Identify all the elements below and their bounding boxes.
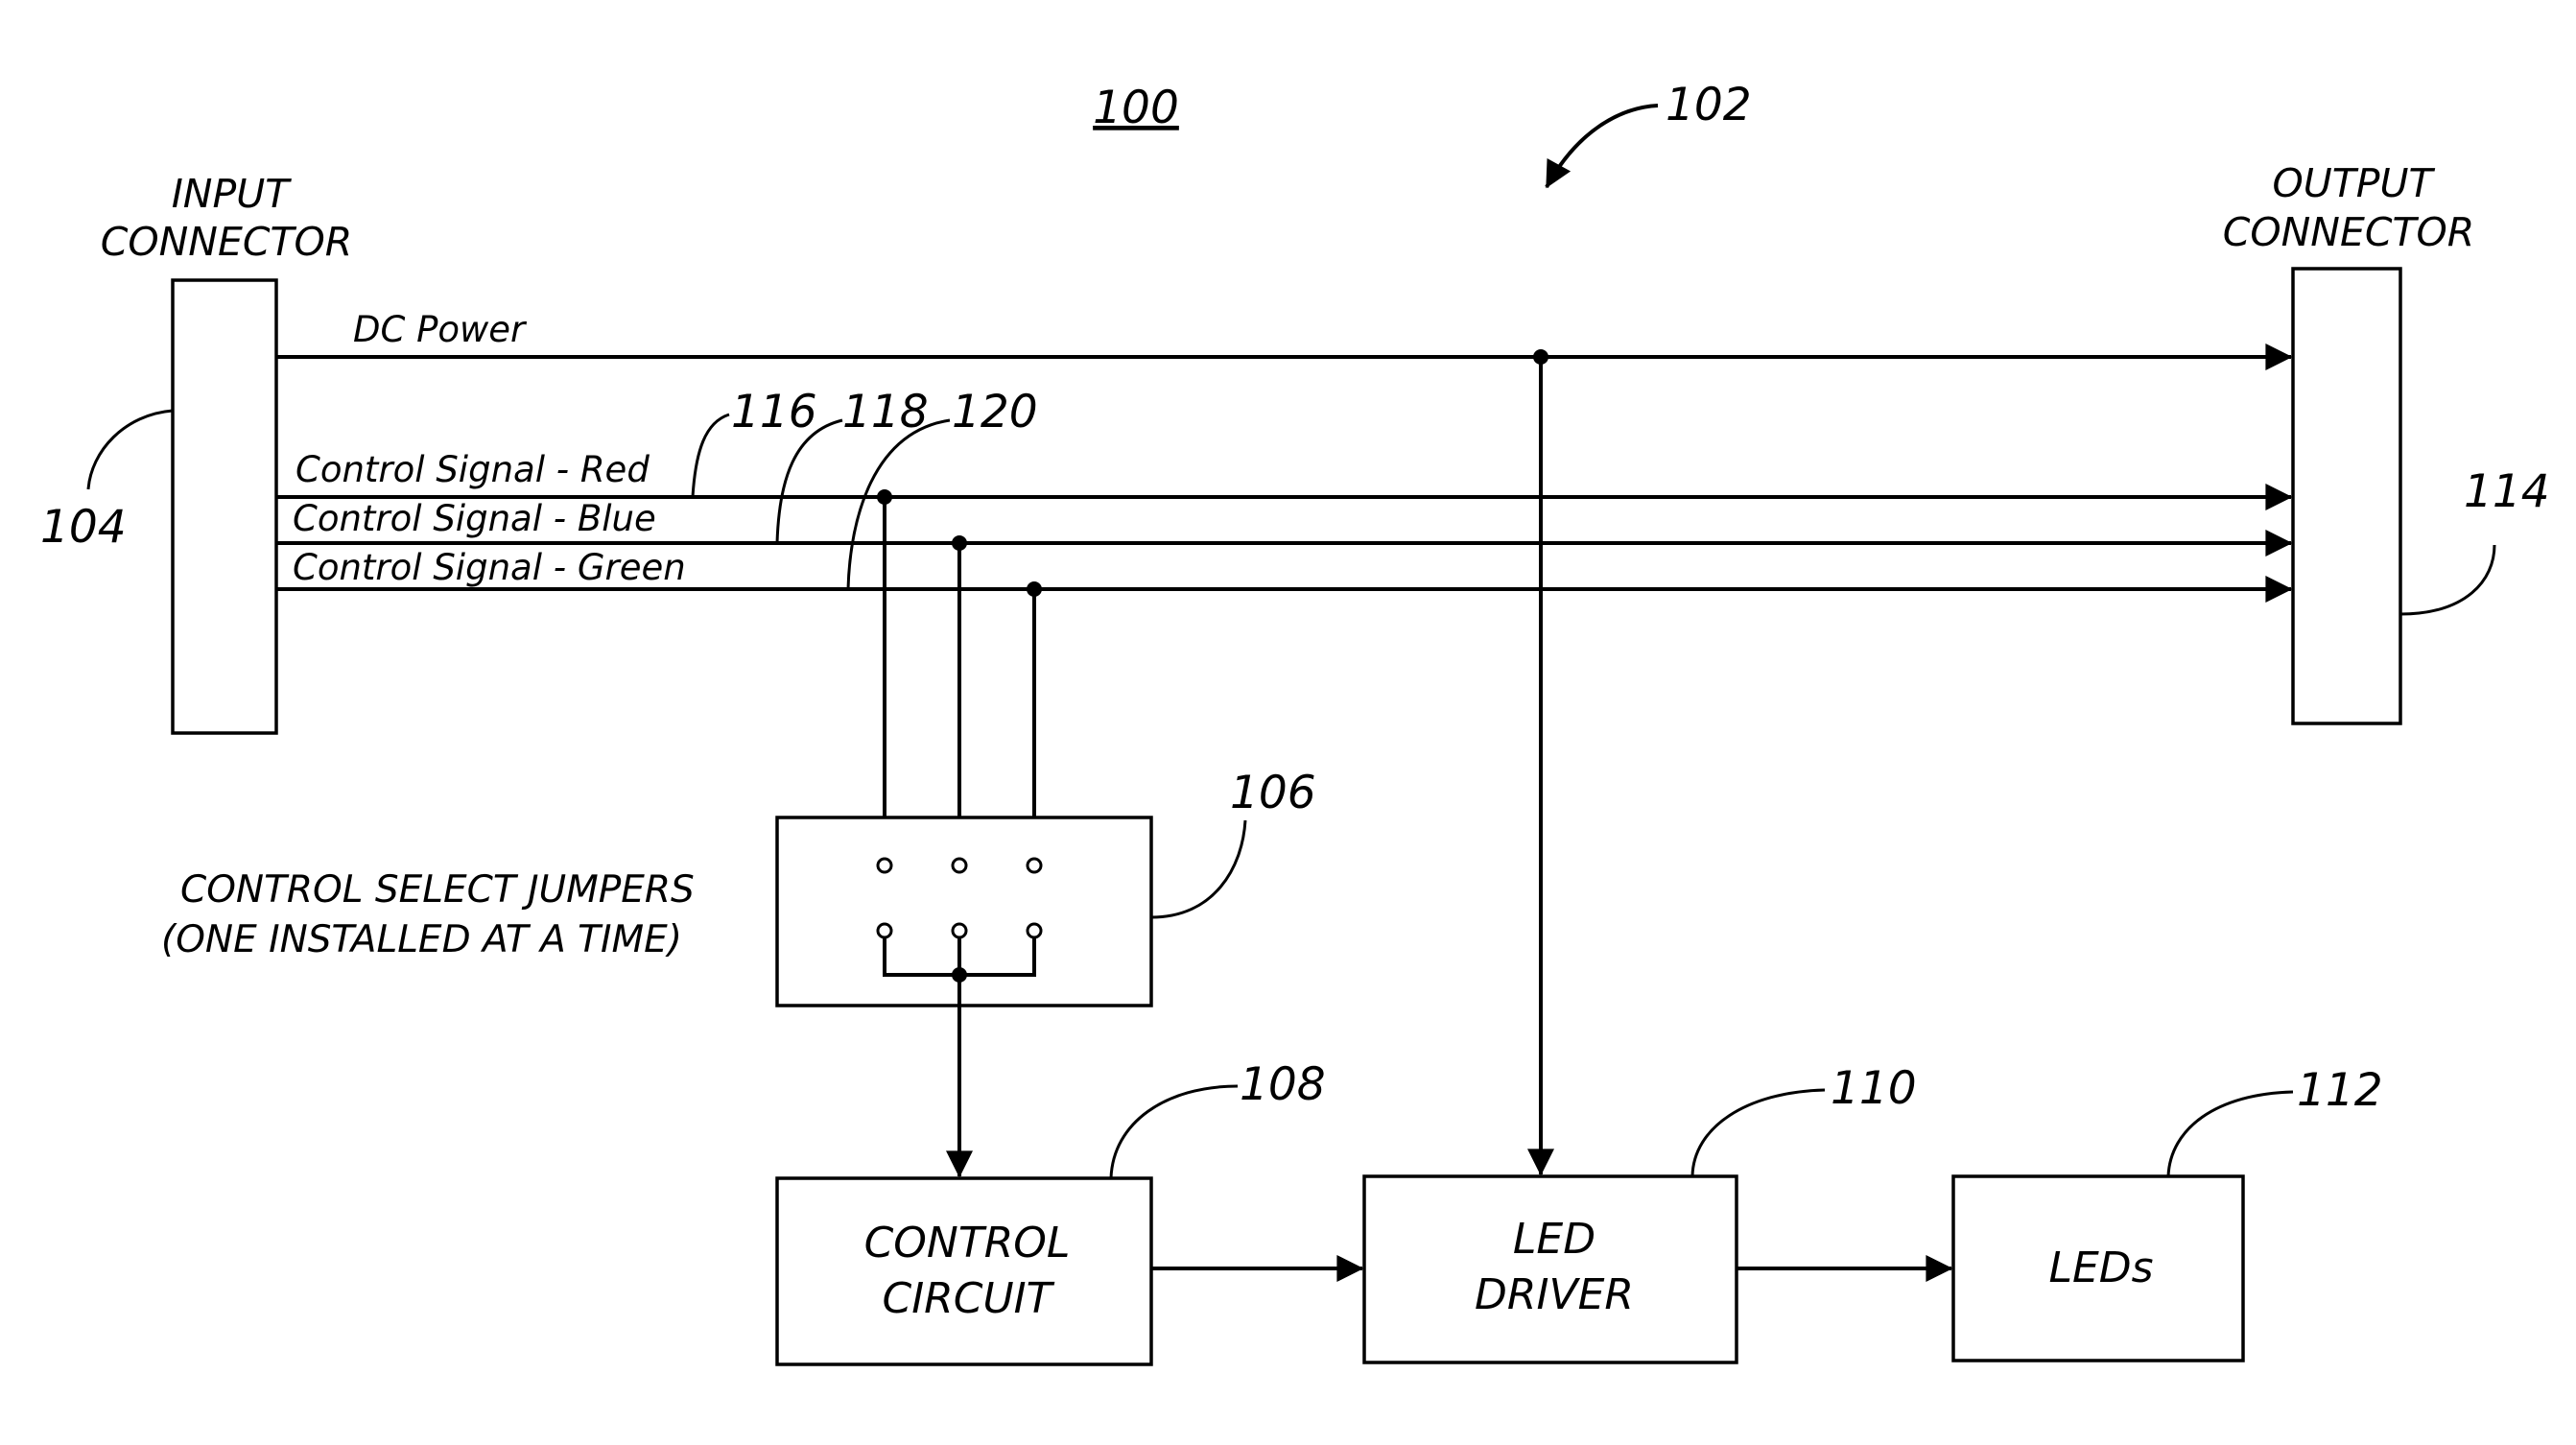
leds-ref: 112 <box>2297 1064 2383 1117</box>
signal-green-label: Control Signal - Green <box>293 547 686 588</box>
led-driver-label-2: DRIVER <box>1475 1270 1634 1319</box>
jumper-leader <box>1151 820 1245 917</box>
led-driver-box <box>1364 1176 1737 1362</box>
control-circuit-ref: 108 <box>1240 1058 1326 1111</box>
jumper-pin-bottom-3 <box>1028 924 1041 937</box>
signal-green-leader <box>848 420 950 589</box>
jumper-pin-top-2 <box>953 859 966 872</box>
input-connector-box <box>173 280 276 733</box>
input-connector-label-1: INPUT <box>172 171 292 217</box>
output-connector-label-1: OUTPUT <box>2272 160 2435 206</box>
green-tap-junction <box>1027 581 1042 597</box>
signal-red-leader <box>693 415 729 497</box>
dc-power-label: DC Power <box>353 309 528 350</box>
input-connector-ref: 104 <box>40 501 127 554</box>
leds-leader <box>2168 1092 2293 1176</box>
jumper-caption-1: CONTROL SELECT JUMPERS <box>180 868 695 912</box>
figure-ref-arrow <box>1547 106 1658 187</box>
led-driver-ref: 110 <box>1831 1062 1917 1115</box>
control-circuit-label-1: CONTROL <box>864 1219 1071 1267</box>
jumper-caption-2: (ONE INSTALLED AT A TIME) <box>161 918 682 961</box>
figure-number: 100 <box>1093 82 1179 134</box>
signal-blue-leader <box>777 420 842 543</box>
control-circuit-label-2: CIRCUIT <box>882 1274 1054 1323</box>
input-connector-label-2: CONNECTOR <box>101 219 353 265</box>
signal-red-ref: 116 <box>731 386 817 438</box>
output-connector-ref: 114 <box>2464 465 2550 518</box>
control-circuit-leader <box>1111 1086 1238 1178</box>
power-tap-junction <box>1533 349 1548 365</box>
red-tap-junction <box>877 489 892 505</box>
jumper-pin-bottom-2 <box>953 924 966 937</box>
jumper-ref: 106 <box>1230 767 1316 819</box>
leds-label: LEDs <box>2048 1244 2153 1292</box>
signal-red-label: Control Signal - Red <box>295 449 650 490</box>
signal-green-ref: 120 <box>952 386 1038 438</box>
led-driver-label-1: LED <box>1513 1215 1595 1264</box>
blue-tap-junction <box>952 535 967 551</box>
input-connector-leader <box>88 411 173 489</box>
control-circuit-box <box>777 1178 1151 1364</box>
jumper-pin-bottom-1 <box>878 924 891 937</box>
led-driver-leader <box>1692 1090 1825 1176</box>
jumper-pin-top-3 <box>1028 859 1041 872</box>
jumper-pin-top-1 <box>878 859 891 872</box>
output-connector-box <box>2293 269 2400 723</box>
output-connector-leader <box>2400 545 2494 614</box>
signal-blue-label: Control Signal - Blue <box>293 498 656 539</box>
figure-ref-label: 102 <box>1666 79 1752 131</box>
output-connector-label-2: CONNECTOR <box>2223 209 2475 255</box>
